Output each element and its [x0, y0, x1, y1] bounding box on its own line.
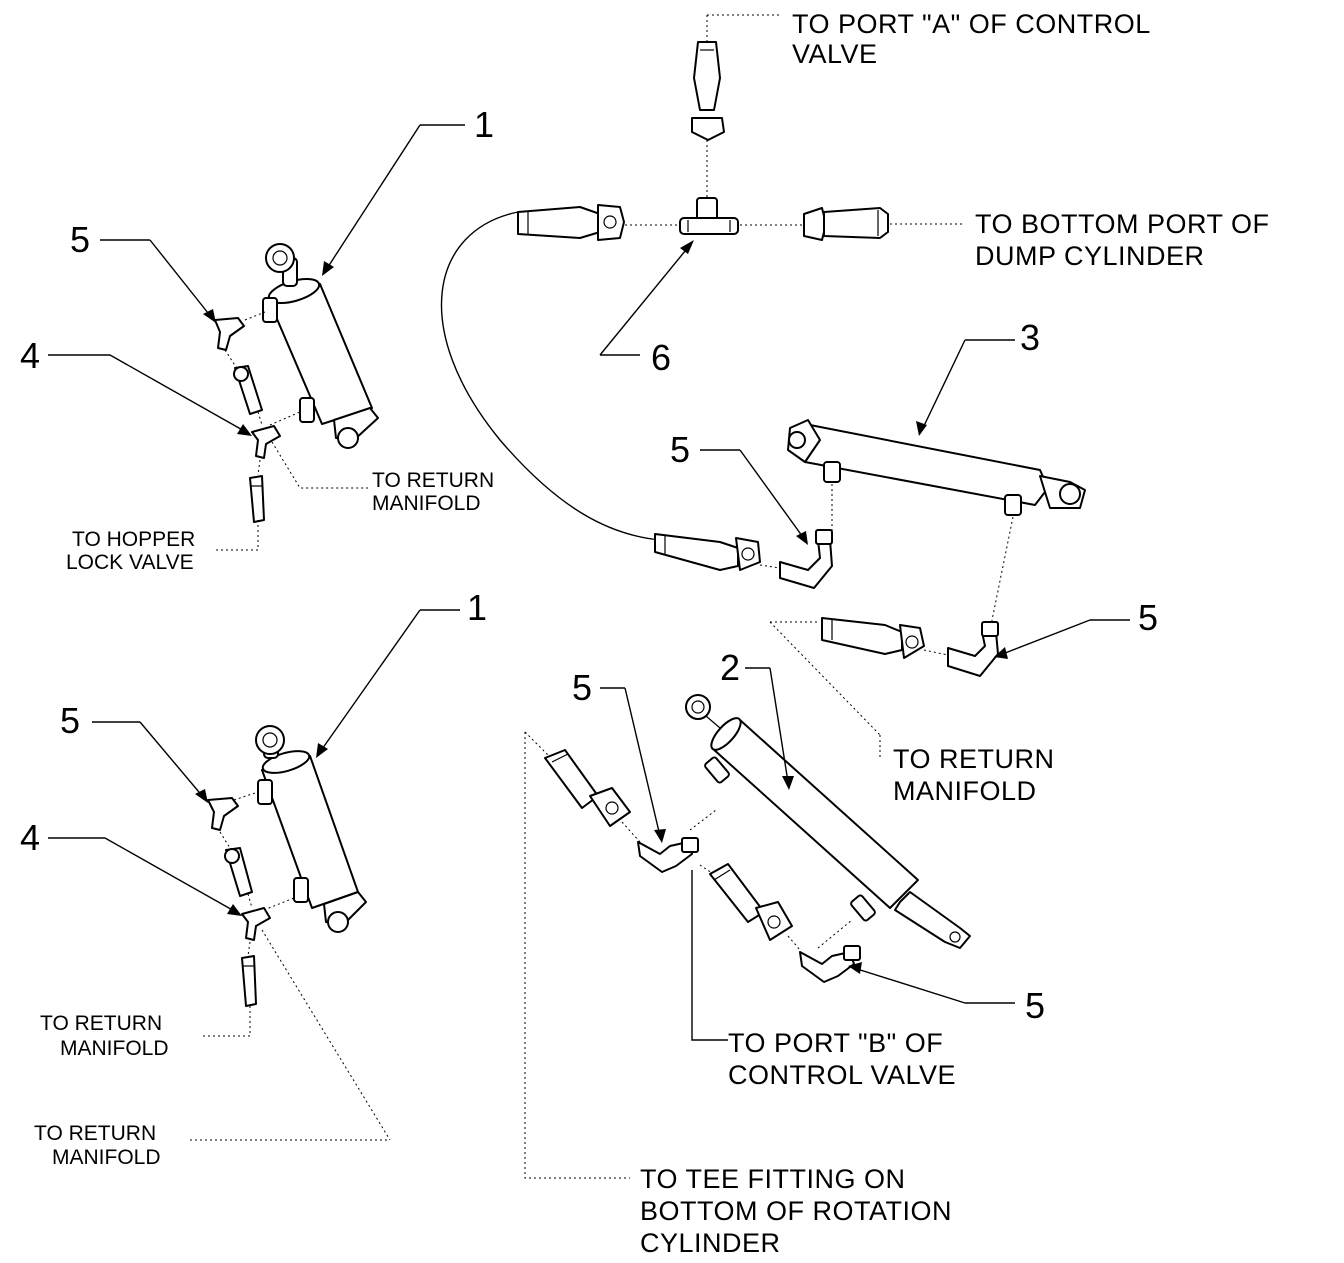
callout-5-rotation: 5: [572, 667, 592, 708]
note-port-b-line2: CONTROL VALVE: [728, 1060, 956, 1090]
note-hopper-line2: LOCK VALVE: [66, 551, 194, 574]
callout-5-center: 5: [670, 429, 690, 470]
note-return-bl-b-line1: TO RETURN: [34, 1122, 156, 1145]
note-return-center-line1: TO RETURN: [893, 744, 1055, 774]
hose-end-left: [517, 204, 625, 241]
cylinder-2: [524, 667, 1015, 1179]
note-port-a-line1: TO PORT "A" OF CONTROL: [792, 9, 1151, 39]
callout-2: 2: [720, 647, 740, 688]
note-port-b-line1: TO PORT "B" OF: [728, 1028, 943, 1058]
note-bottom-port-line2: DUMP CYLINDER: [975, 241, 1205, 271]
callout-6: 6: [651, 337, 671, 378]
cylinder-1-top: [48, 124, 465, 551]
note-return-bl-a-line1: TO RETURN: [40, 1012, 162, 1035]
hose-end-right: [803, 207, 889, 241]
note-return-center-line2: MANIFOLD: [893, 776, 1037, 806]
note-return-bl-b-line2: MANIFOLD: [52, 1146, 161, 1169]
callout-4-bottom: 4: [20, 817, 40, 858]
cylinder-3: [787, 339, 1086, 631]
hose-elbow-center: [654, 449, 833, 589]
note-port-a-line2: VALVE: [792, 39, 878, 69]
note-tee-line1: TO TEE FITTING ON: [640, 1164, 906, 1194]
note-labels: TO PORT "A" OF CONTROL VALVE TO BOTTOM P…: [34, 9, 1270, 1258]
callout-5-right: 5: [1138, 597, 1158, 638]
cylinder-1-bottom: [48, 609, 460, 1141]
hose-elbow-right: [770, 617, 1130, 677]
tee-fitting: [679, 197, 739, 235]
callout-4-top: 4: [20, 335, 40, 376]
note-tee-line2: BOTTOM OF ROTATION: [640, 1196, 952, 1226]
tee-assembly: [440, 14, 965, 541]
callout-labels: 1 5 4 6 3 5 1 5 2 5 5 4 5: [20, 104, 1158, 1026]
note-hopper-line1: TO HOPPER: [72, 528, 195, 551]
callout-1-top: 1: [474, 104, 494, 145]
hose-end-top: [691, 41, 725, 141]
note-bottom-port-line1: TO BOTTOM PORT OF: [975, 209, 1270, 239]
note-return-top-left-line1: TO RETURN: [372, 469, 494, 492]
callout-5-bottom: 5: [60, 700, 80, 741]
note-return-top-left-line2: MANIFOLD: [372, 492, 481, 515]
hose-line: [440, 211, 661, 541]
note-return-bl-a-line2: MANIFOLD: [60, 1037, 169, 1060]
callout-5-top: 5: [70, 219, 90, 260]
note-tee-line3: CYLINDER: [640, 1228, 781, 1258]
callout-3: 3: [1020, 317, 1040, 358]
callout-5-lower-right: 5: [1025, 985, 1045, 1026]
callout-1-bottom: 1: [467, 587, 487, 628]
